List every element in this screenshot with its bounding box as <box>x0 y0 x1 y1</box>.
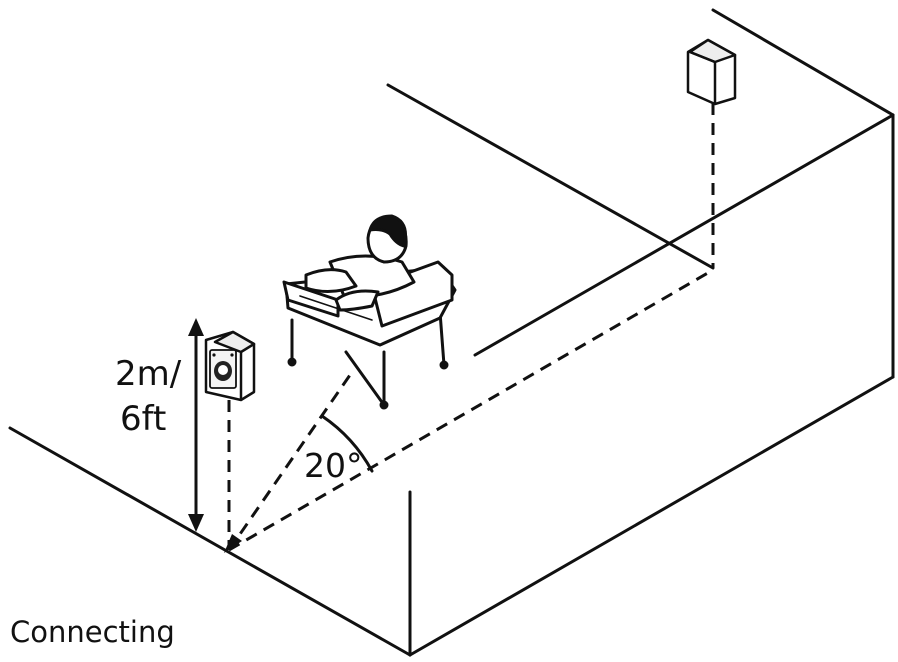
height-arrow-top <box>188 318 204 336</box>
placement-lines <box>227 103 715 552</box>
angle-arc <box>320 414 374 473</box>
right-wall-top-line <box>473 113 895 357</box>
back-wall-top-line <box>711 8 895 117</box>
height-arrow-bottom <box>188 514 204 532</box>
height-label-meters: 2m/ <box>115 354 182 394</box>
height-dimension <box>188 318 204 532</box>
angle-label: 20° <box>304 446 363 485</box>
back-wall-floor-line <box>386 83 715 270</box>
height-label-feet: 6ft <box>120 399 166 439</box>
floor-point-arrowhead <box>224 534 242 553</box>
speaker-front-icon <box>204 330 256 402</box>
sight-line-to-listener <box>227 374 352 551</box>
room-outline <box>8 8 895 657</box>
left-wall-base-line <box>8 426 412 657</box>
sight-line-to-rear-speaker <box>228 268 714 552</box>
front-wall-base-line <box>408 375 895 657</box>
caption-text: Connecting <box>10 615 175 649</box>
seated-listener-icon <box>282 214 457 410</box>
speaker-rear-icon <box>686 38 737 106</box>
